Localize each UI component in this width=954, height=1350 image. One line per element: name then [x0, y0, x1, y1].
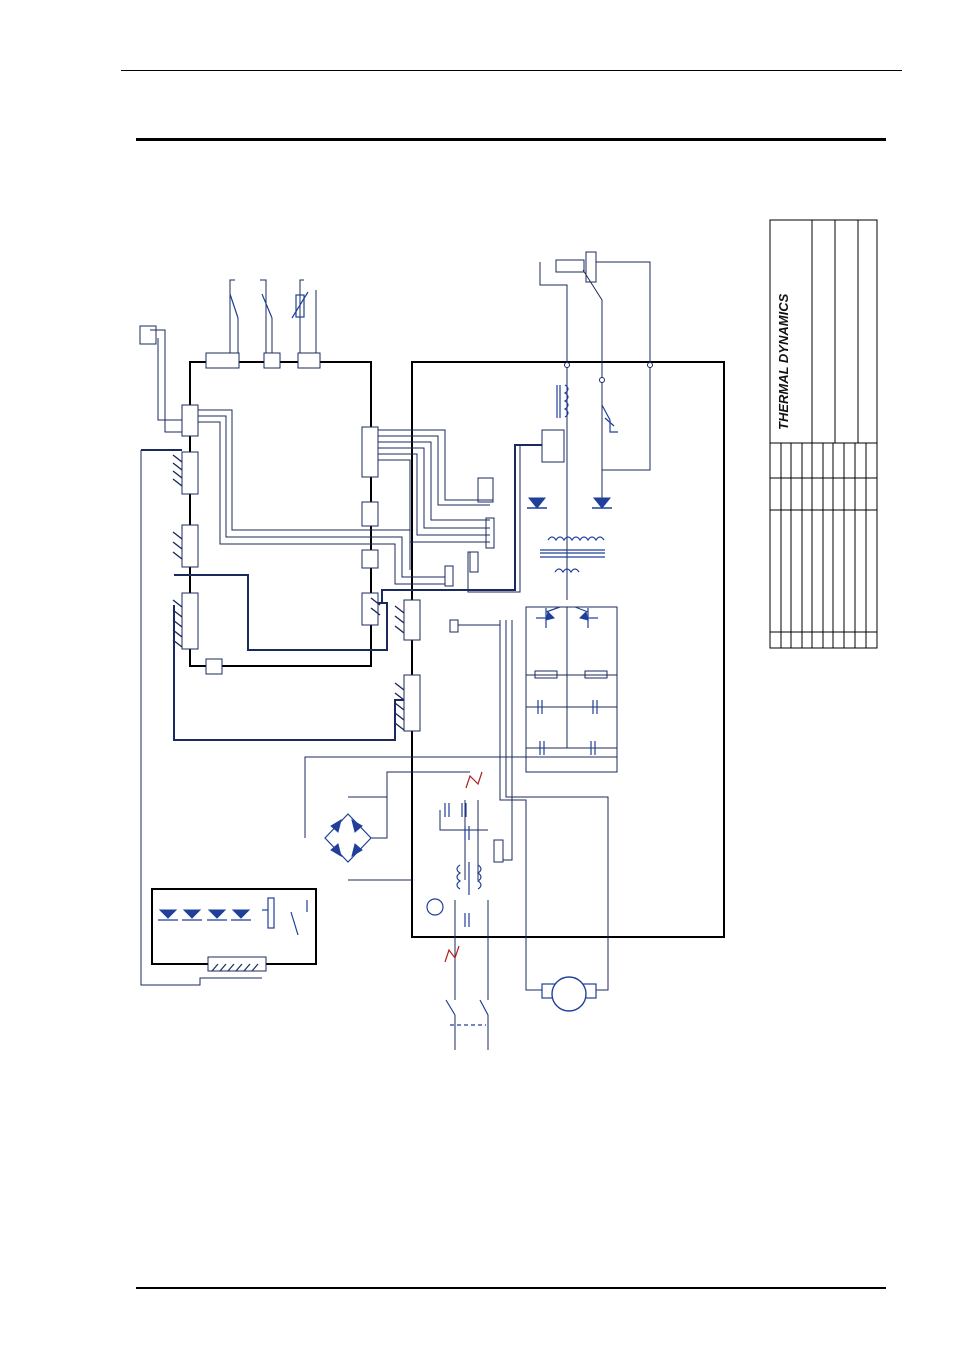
- display-panel: [152, 889, 316, 971]
- component-lines: [158, 292, 618, 1025]
- fuses: [445, 772, 482, 962]
- pilot-light: [427, 899, 443, 915]
- thermal-dynamics-logo: THERMAL DYNAMICS: [776, 320, 800, 430]
- components: [160, 498, 612, 918]
- control-pcb: [173, 353, 380, 674]
- title-block: [770, 220, 877, 648]
- fan-motor: [542, 977, 596, 1011]
- power-pcb: [395, 362, 724, 937]
- signal-wiring: [140, 252, 653, 1050]
